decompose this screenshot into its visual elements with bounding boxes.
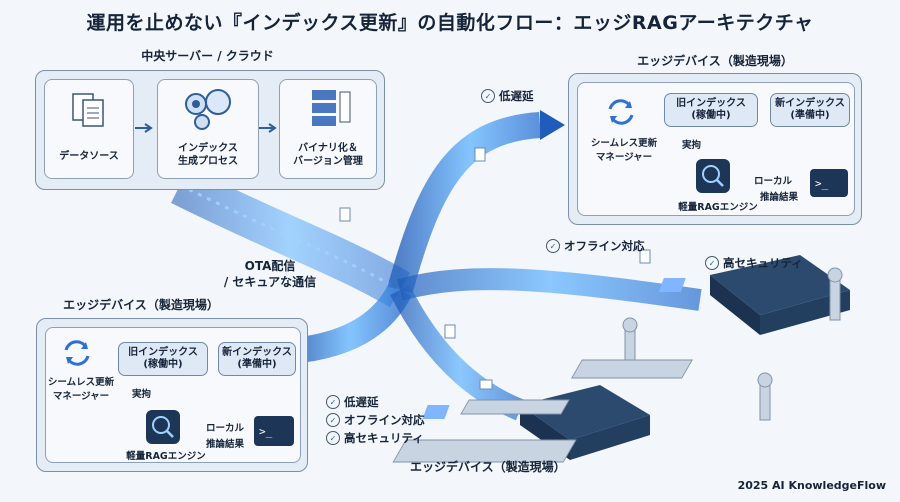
- check-icon: ✓: [326, 413, 340, 427]
- flow-to-device-right: [396, 268, 702, 311]
- arrow-right-icon: [259, 123, 279, 133]
- chip-icon: [146, 410, 180, 444]
- sync-icon: [604, 97, 638, 127]
- query-label: 実拘: [132, 389, 152, 400]
- result-label: 推論結果: [206, 439, 245, 450]
- check-icon: ✓: [326, 431, 340, 445]
- engine-label: 軽量RAGエンジン: [126, 451, 206, 462]
- binary-label: バイナリ化＆ バージョン管理: [293, 143, 363, 167]
- edge-device-right: [658, 255, 850, 335]
- edge-top-panel: シームレス更新 マネージャー 旧インデックス (稼働中) 新インデックス (準備…: [568, 73, 862, 225]
- check-security-list: ✓高セキュリティ: [326, 430, 424, 446]
- check-icon: ✓: [705, 256, 719, 270]
- local-label: ローカル: [206, 423, 245, 434]
- data-source-label: データソース: [59, 151, 119, 162]
- sync-icon: [60, 338, 94, 368]
- central-title: 中央サーバー / クラウド: [141, 49, 274, 63]
- page-title: 運用を止めない『インデックス更新』の自動化フロー：エッジRAGアーキテクチャ: [86, 12, 814, 34]
- seamless-label: シームレス更新 マネージャー: [47, 377, 115, 402]
- edge-top-title: エッジデバイス（製造現場）: [637, 54, 793, 68]
- footer-credit: 2025 AI KnowledgeFlow: [737, 479, 886, 492]
- new-index-box: 新インデックス (準備中): [218, 342, 296, 376]
- layers-icon: [304, 86, 354, 134]
- result-label: 推論結果: [760, 192, 799, 203]
- binary-box: バイナリ化＆ バージョン管理: [279, 79, 377, 179]
- engine-label: 軽量RAGエンジン: [678, 202, 758, 213]
- seamless-label: シームレス更新 マネージャー: [590, 138, 658, 163]
- index-gen-label: インデックス 生成プロセス: [178, 143, 238, 167]
- check-icon: ✓: [326, 395, 340, 409]
- edge-top-inner: シームレス更新 マネージャー 旧インデックス (稼働中) 新インデックス (準備…: [577, 82, 855, 216]
- central-panel: データソース インデックス 生成プロセス バイナリ化＆ バージョン管理: [35, 70, 385, 190]
- edge-left-panel: シームレス更新 マネージャー 旧インデックス (稼働中) 新インデックス (準備…: [36, 318, 308, 472]
- terminal-icon: >_: [254, 416, 294, 446]
- check-icon: ✓: [481, 89, 495, 103]
- check-offline: ✓オフライン対応: [546, 238, 645, 254]
- edge-left-inner: シームレス更新 マネージャー 旧インデックス (稼働中) 新インデックス (準備…: [45, 327, 301, 463]
- terminal-icon: >_: [810, 169, 848, 197]
- chip-icon: [696, 159, 730, 193]
- edge-left-title: エッジデバイス（製造現場）: [63, 298, 219, 312]
- check-low-latency: ✓低遅延: [481, 88, 534, 104]
- edge-bottom-title: エッジデバイス（製造現場）: [410, 460, 566, 474]
- old-index-box: 旧インデックス (稼働中): [664, 93, 758, 127]
- data-source-box: データソース: [44, 79, 134, 179]
- old-index-box: 旧インデックス (稼働中): [118, 342, 208, 376]
- check-offline-list: ✓オフライン対応: [326, 412, 425, 428]
- arrow-right-icon: [135, 123, 155, 133]
- index-gen-box: インデックス 生成プロセス: [157, 79, 259, 179]
- flow-to-edge-top: [387, 112, 542, 294]
- check-low-latency-list: ✓低遅延: [326, 394, 379, 410]
- flow-to-device-bottom: [390, 285, 525, 421]
- check-security: ✓高セキュリティ: [705, 255, 803, 271]
- new-index-box: 新インデックス (準備中): [770, 93, 850, 127]
- query-label: 実拘: [682, 140, 702, 151]
- flow-to-edge-left: [298, 283, 412, 363]
- flow-main: [171, 167, 411, 308]
- documents-icon: [67, 90, 111, 138]
- gear-brain-icon: [180, 86, 236, 134]
- local-label: ローカル: [754, 176, 793, 187]
- check-icon: ✓: [546, 239, 560, 253]
- factory-scene: [392, 267, 843, 463]
- ota-label: OTA配信 / セキュアな通信: [223, 259, 317, 290]
